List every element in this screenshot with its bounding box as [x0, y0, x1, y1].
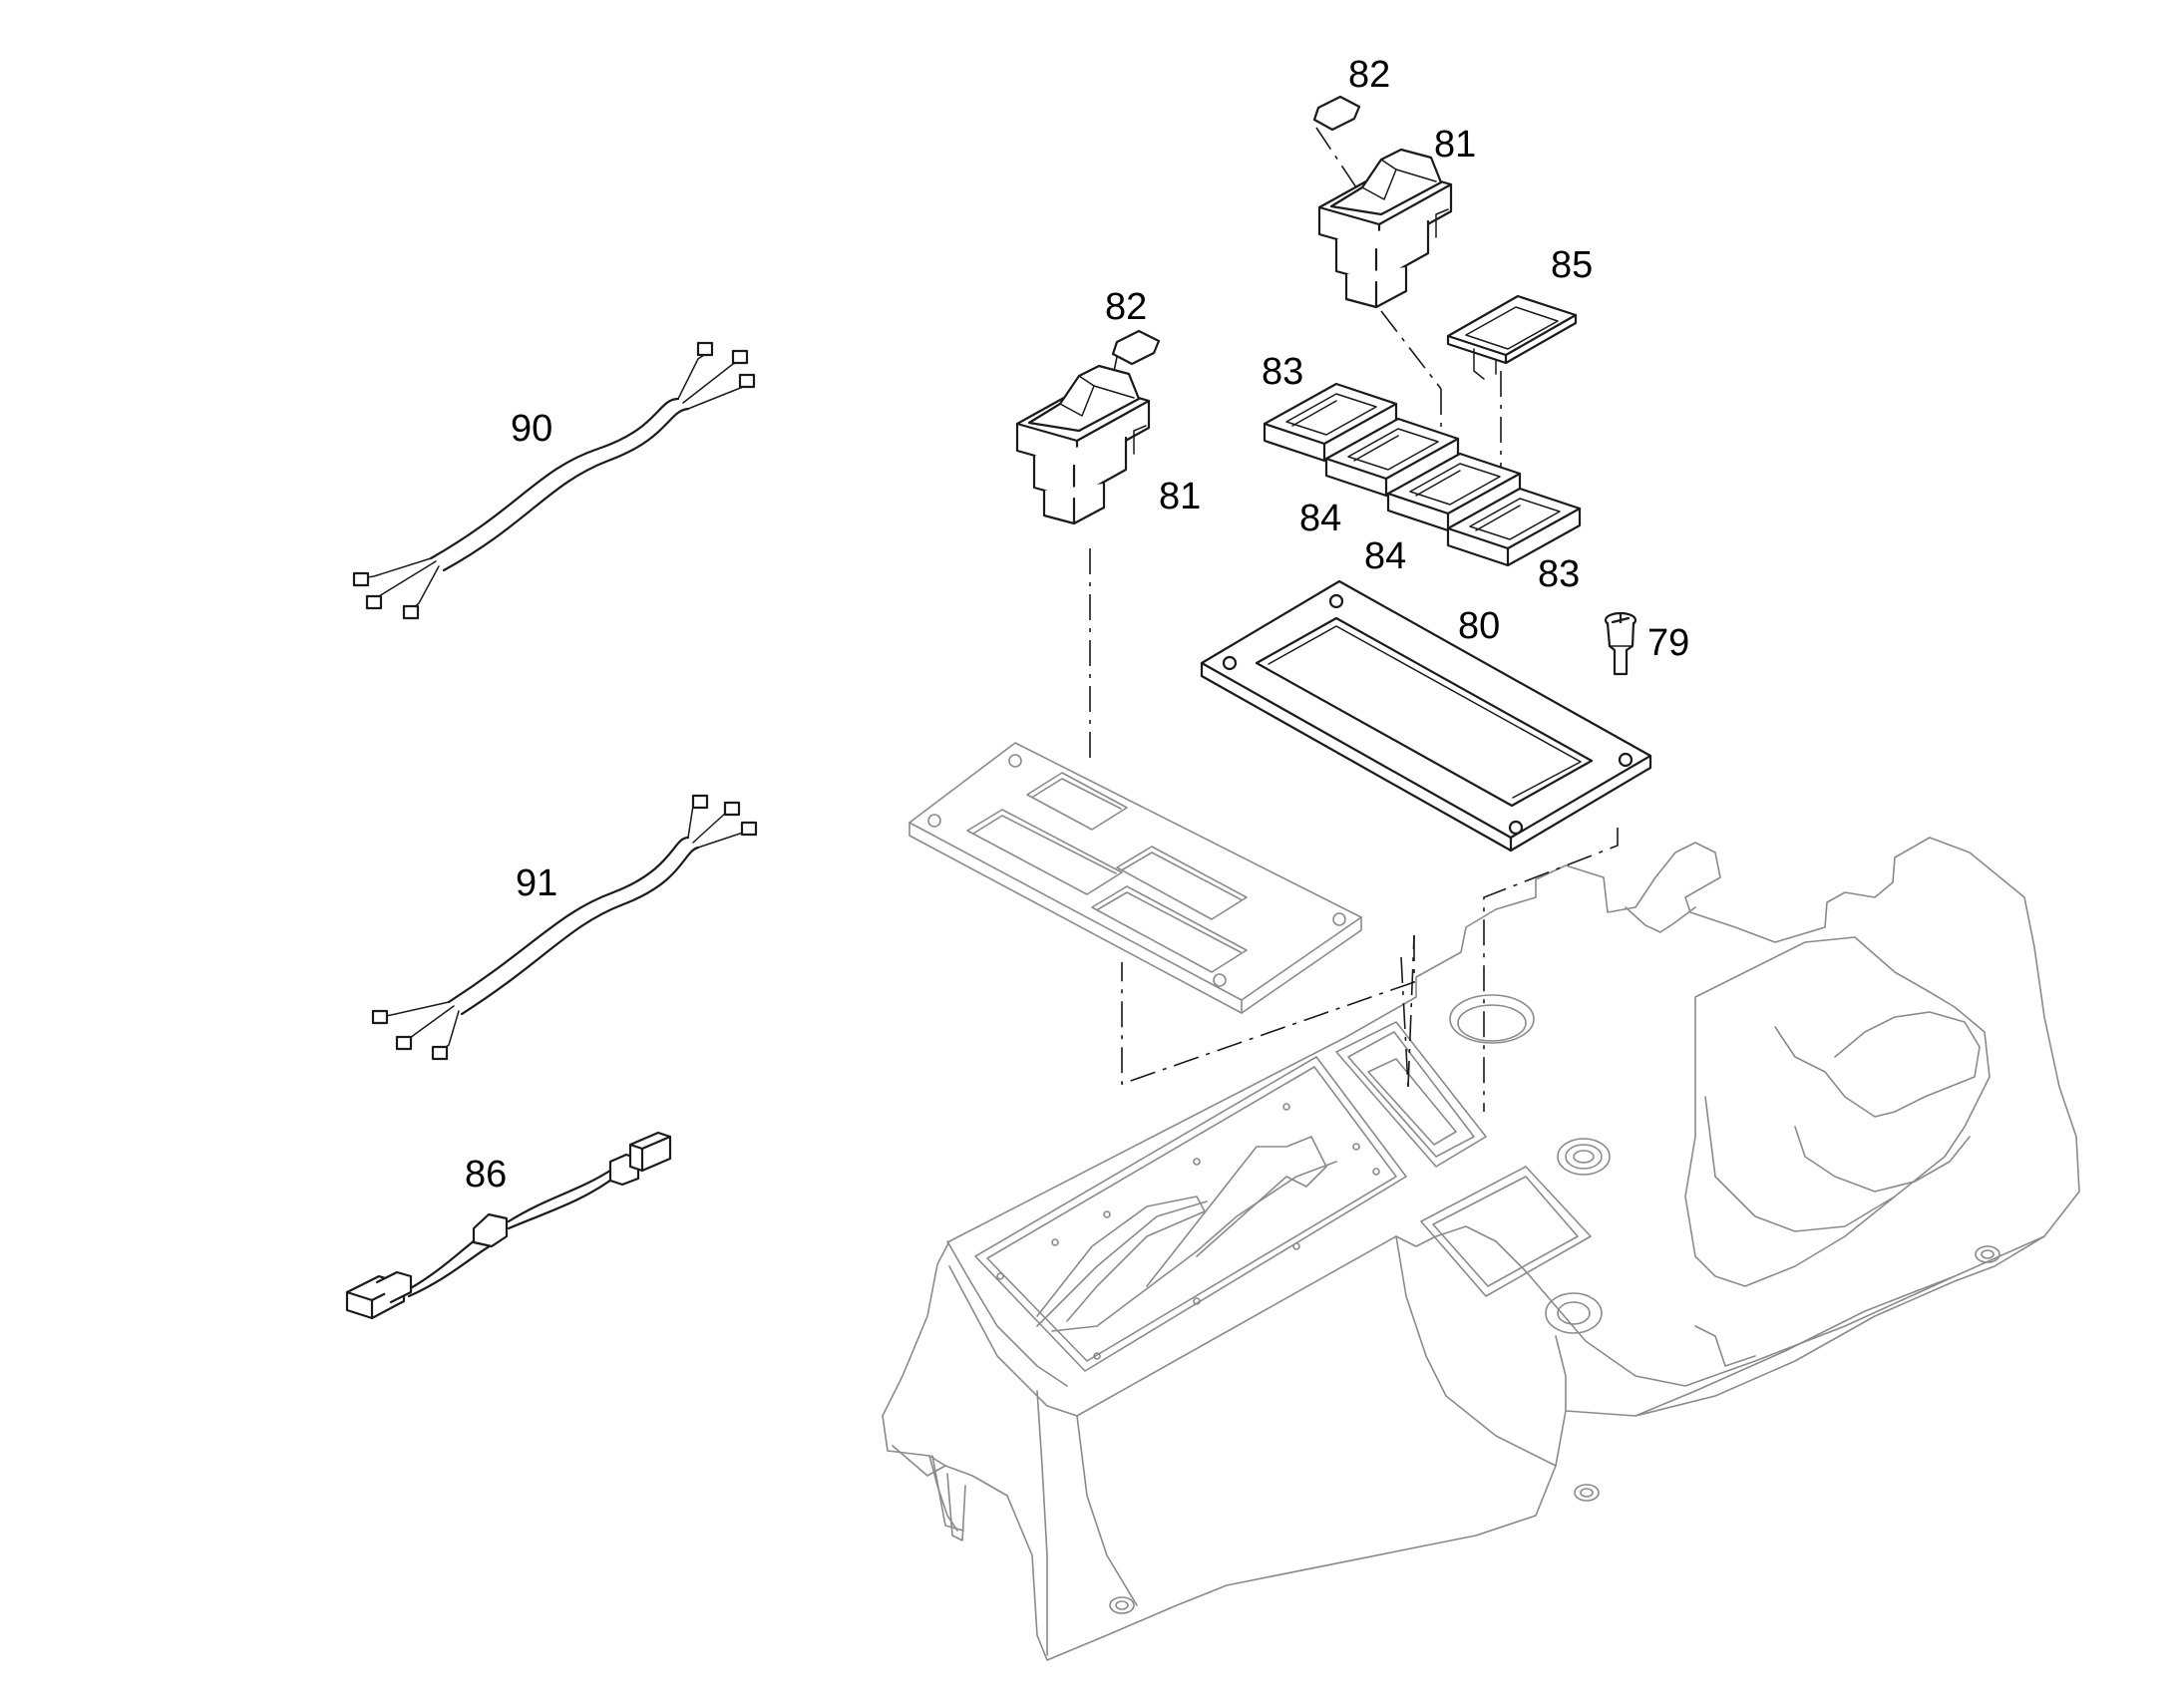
- part-85-blank-plug: [1446, 294, 1578, 380]
- part-84-frame-left: [1324, 417, 1460, 498]
- part-79-screw: [1604, 611, 1637, 676]
- part-90-wiring-harness: [352, 341, 756, 620]
- callout-81-lower: 81: [1159, 476, 1201, 517]
- callout-82-lower: 82: [1105, 286, 1147, 328]
- part-82-cap-lower: [1111, 329, 1161, 366]
- callout-84-right: 84: [1364, 535, 1406, 577]
- part-83-frame-left: [1263, 382, 1398, 463]
- part-91-wiring-harness: [371, 794, 758, 1061]
- callouts: 82 81 85 82 83 90 81 84 84 83 80 79 91 8…: [465, 54, 1689, 1196]
- center-console: [882, 837, 2080, 1661]
- callout-83-right: 83: [1538, 553, 1580, 595]
- callout-85: 85: [1551, 244, 1593, 286]
- callout-86: 86: [465, 1154, 507, 1196]
- callout-80: 80: [1458, 605, 1500, 647]
- callout-82-upper: 82: [1348, 54, 1390, 96]
- callout-79: 79: [1647, 622, 1689, 664]
- callout-84-left: 84: [1299, 498, 1341, 539]
- callout-81-upper: 81: [1434, 124, 1476, 166]
- switch-mount-plate: [908, 742, 1362, 1014]
- callout-90: 90: [511, 408, 552, 450]
- part-83-frame-right: [1446, 487, 1582, 567]
- part-80-bezel-plate: [1200, 579, 1652, 853]
- callout-83-left: 83: [1262, 351, 1303, 393]
- callout-91: 91: [516, 862, 557, 904]
- part-86-wiring-harness: [345, 1131, 672, 1320]
- part-81-rocker-switch-upper: [1317, 148, 1453, 309]
- part-81-rocker-switch-lower: [1015, 364, 1151, 525]
- part-82-cap-upper: [1312, 95, 1361, 132]
